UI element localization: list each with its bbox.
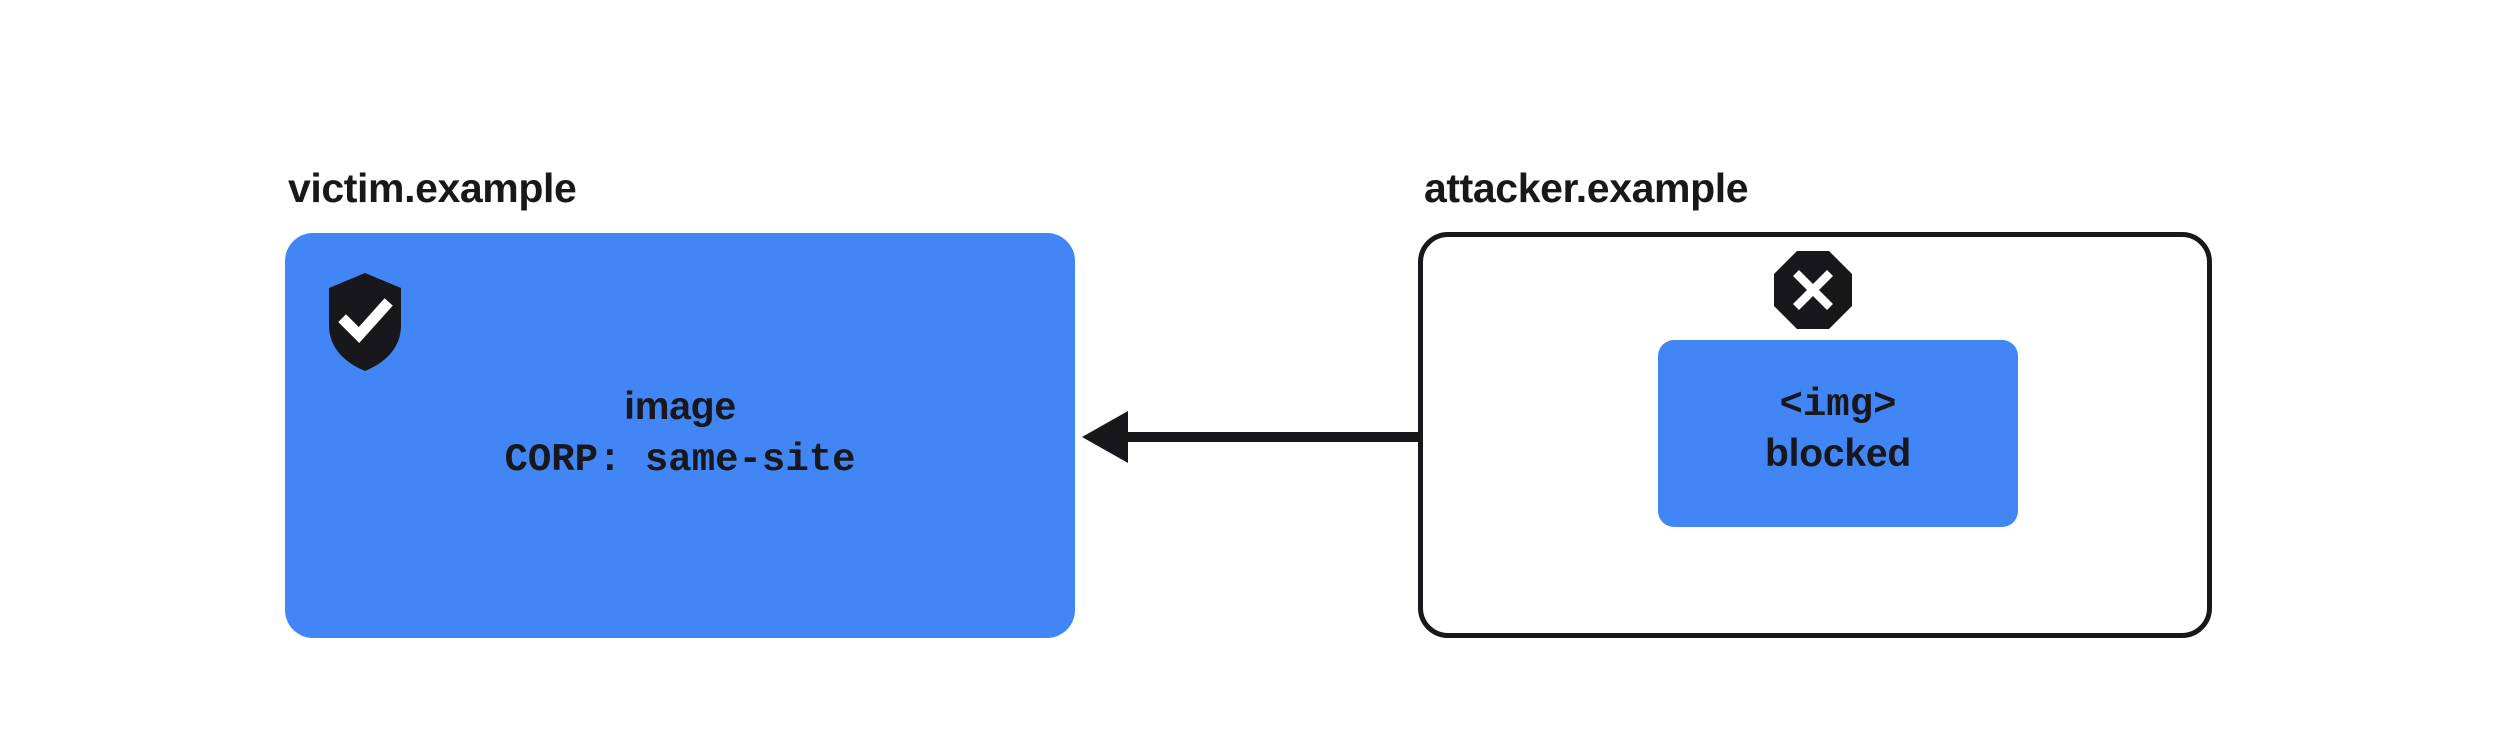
victim-origin-label: victim.example: [288, 165, 577, 211]
attacker-element-tag: <img>: [1779, 383, 1897, 427]
victim-card-text: image CORP: same-site: [285, 385, 1075, 483]
attacker-request-card: [1658, 340, 2018, 527]
attacker-status: blocked: [1765, 431, 1911, 475]
victim-resource-name: image: [624, 385, 736, 428]
attacker-card-text: <img> blocked: [1658, 383, 2018, 477]
octagon-x-icon: [1774, 251, 1852, 329]
shield-check-icon: [329, 273, 401, 371]
attacker-origin-label: attacker.example: [1424, 165, 1749, 211]
victim-resource-card: [285, 233, 1075, 638]
victim-corp-header: CORP: same-site: [504, 437, 856, 482]
